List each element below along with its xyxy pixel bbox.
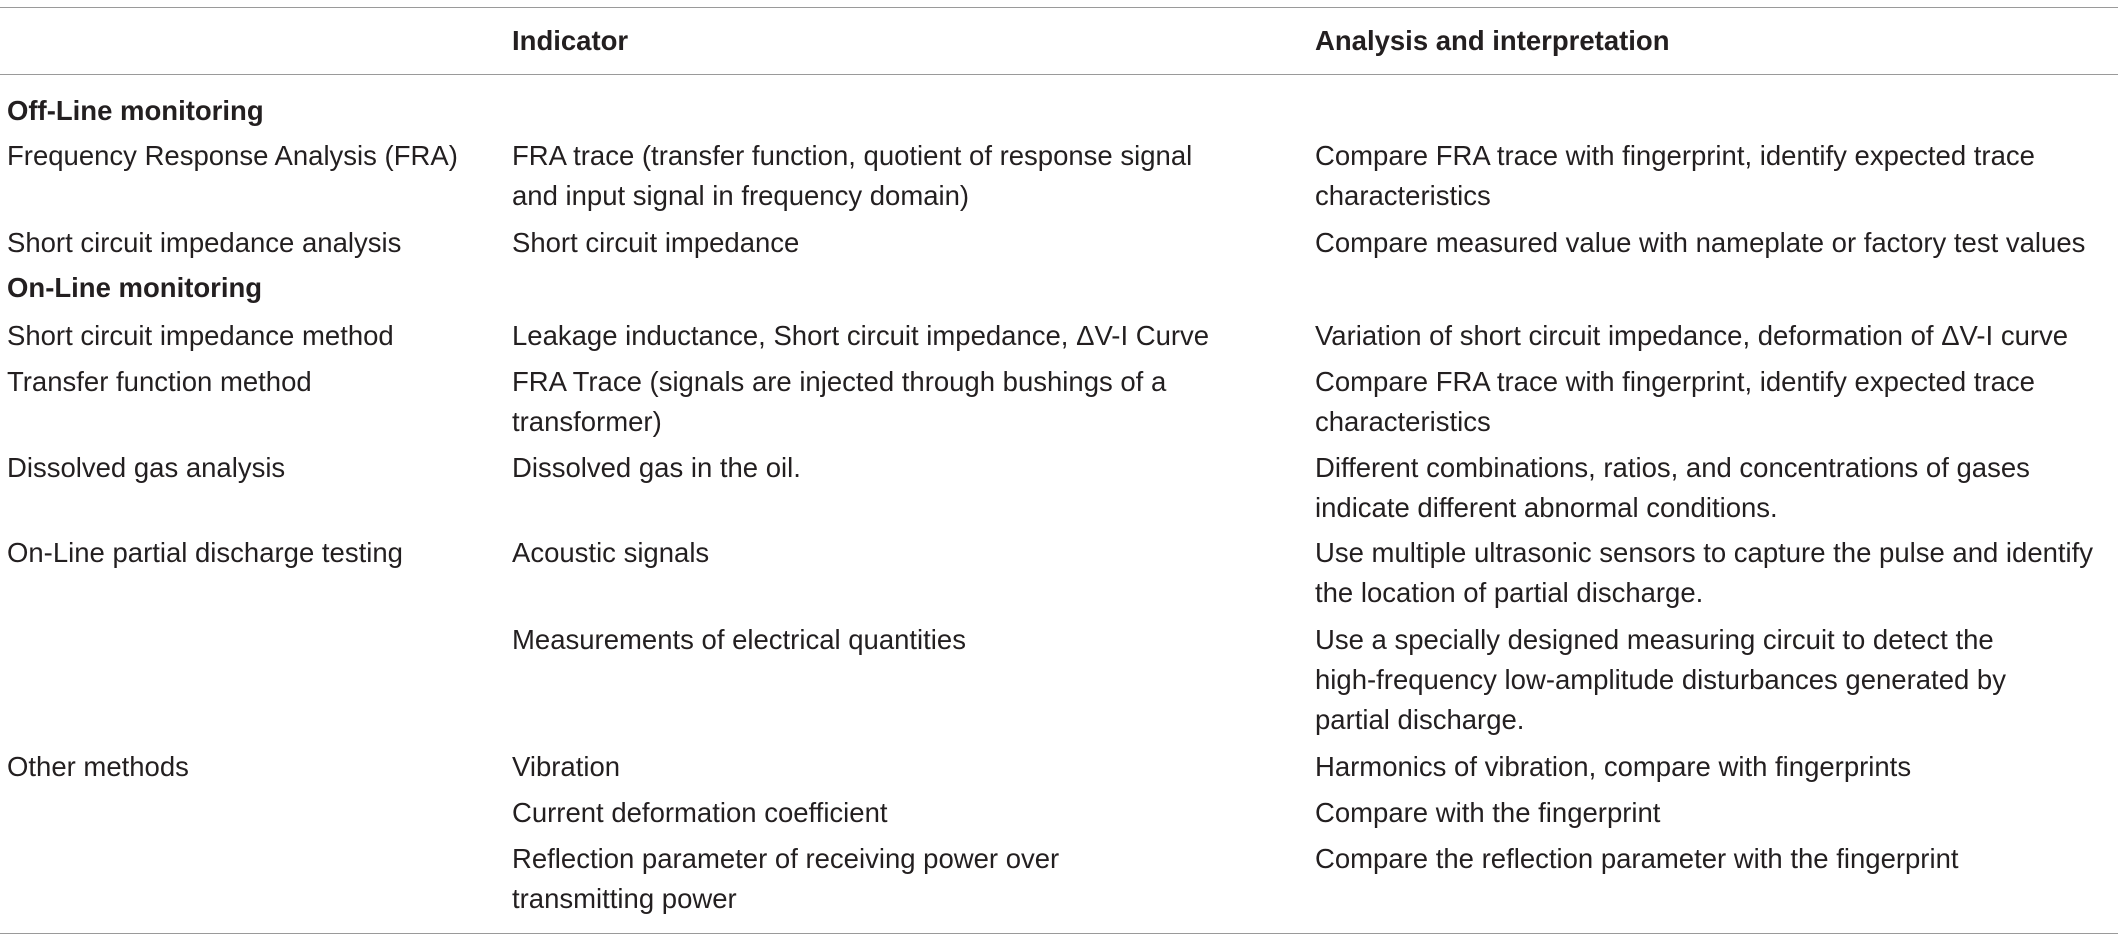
row-analysis-line: indicate different abnormal conditions.: [1315, 492, 1778, 523]
row-analysis-line: Different combinations, ratios, and conc…: [1315, 452, 2030, 483]
row-analysis-line: high-frequency low-amplitude disturbance…: [1315, 664, 2006, 695]
row-analysis-line: Harmonics of vibration, compare with fin…: [1315, 751, 1912, 782]
row-analysis-line: Variation of short circuit impedance, de…: [1315, 320, 2069, 351]
row-analysis-line: Compare FRA trace with fingerprint, iden…: [1315, 366, 2035, 397]
row-analysis-line: characteristics: [1315, 180, 1491, 211]
row-indicator-line: Dissolved gas in the oil.: [512, 452, 801, 483]
row-analysis-line: Use a specially designed measuring circu…: [1315, 624, 1994, 655]
row-indicator-line: FRA Trace (signals are injected through …: [512, 366, 1167, 397]
row-analysis-line: characteristics: [1315, 406, 1491, 437]
row-indicator-line: Current deformation coefficient: [512, 797, 888, 828]
column-header-indicator: Indicator: [512, 25, 629, 56]
row-indicator-line: Reflection parameter of receiving power …: [512, 843, 1060, 874]
table-header-rule: [0, 74, 2118, 75]
row-analysis-line: Compare the reflection parameter with th…: [1315, 843, 1959, 874]
row-indicator-line: FRA trace (transfer function, quotient o…: [512, 140, 1193, 171]
section-title-offline: Off-Line monitoring: [7, 95, 264, 126]
row-method: On-Line partial discharge testing: [7, 537, 403, 568]
row-analysis-line: the location of partial discharge.: [1315, 577, 1704, 608]
row-method: Transfer function method: [7, 366, 312, 397]
row-indicator-line: and input signal in frequency domain): [512, 180, 970, 211]
row-indicator-line: transformer): [512, 406, 662, 437]
row-analysis-line: partial discharge.: [1315, 704, 1525, 735]
row-indicator-line: transmitting power: [512, 883, 737, 914]
row-indicator-line: Short circuit impedance: [512, 227, 800, 258]
table-top-rule: [0, 7, 2118, 8]
row-method: Short circuit impedance analysis: [7, 227, 402, 258]
row-analysis-line: Compare FRA trace with fingerprint, iden…: [1315, 140, 2035, 171]
row-method: Frequency Response Analysis (FRA): [7, 140, 458, 171]
row-method: Other methods: [7, 751, 189, 782]
section-title-online: On-Line monitoring: [7, 272, 263, 303]
row-method: Dissolved gas analysis: [7, 452, 286, 483]
row-analysis-line: Use multiple ultrasonic sensors to captu…: [1315, 537, 2094, 568]
row-analysis-line: Compare with the fingerprint: [1315, 797, 1661, 828]
table-bottom-rule: [0, 933, 2118, 934]
row-analysis-line: Compare measured value with nameplate or…: [1315, 227, 2086, 258]
row-indicator-line: Acoustic signals: [512, 537, 710, 568]
column-header-analysis: Analysis and interpretation: [1315, 25, 1670, 56]
row-indicator-line: Vibration: [512, 751, 621, 782]
row-indicator-line: Leakage inductance, Short circuit impeda…: [512, 320, 1210, 351]
row-indicator-line: Measurements of electrical quantities: [512, 624, 966, 655]
row-method: Short circuit impedance method: [7, 320, 394, 351]
